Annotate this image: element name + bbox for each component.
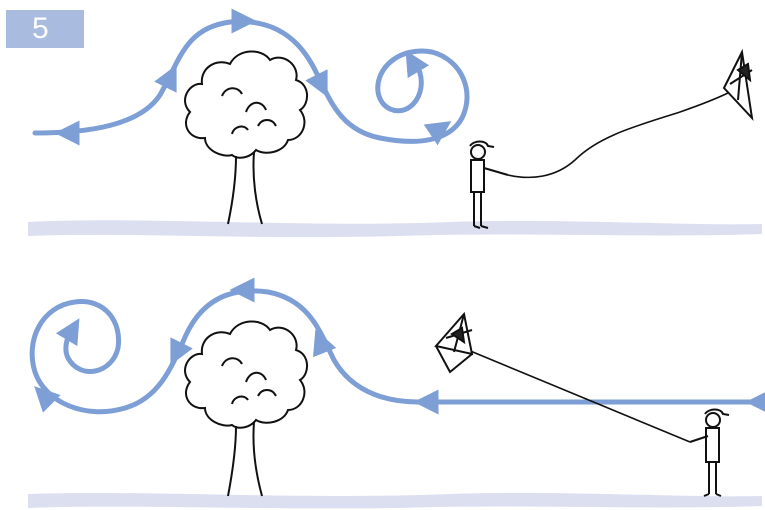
ground-line (28, 493, 762, 509)
kite-string (508, 92, 730, 177)
kite-icon (724, 52, 752, 118)
kite-icon (436, 314, 472, 372)
ground-line (28, 220, 762, 237)
tree-icon (185, 321, 307, 496)
bottom-panel (28, 290, 762, 508)
top-panel (28, 21, 762, 237)
kite-string (468, 350, 690, 442)
boy-icon (470, 142, 508, 229)
wind-flow-icon (32, 290, 760, 412)
boy-icon (690, 410, 729, 497)
wind-flow-icon (35, 21, 467, 141)
tree-icon (185, 51, 307, 224)
